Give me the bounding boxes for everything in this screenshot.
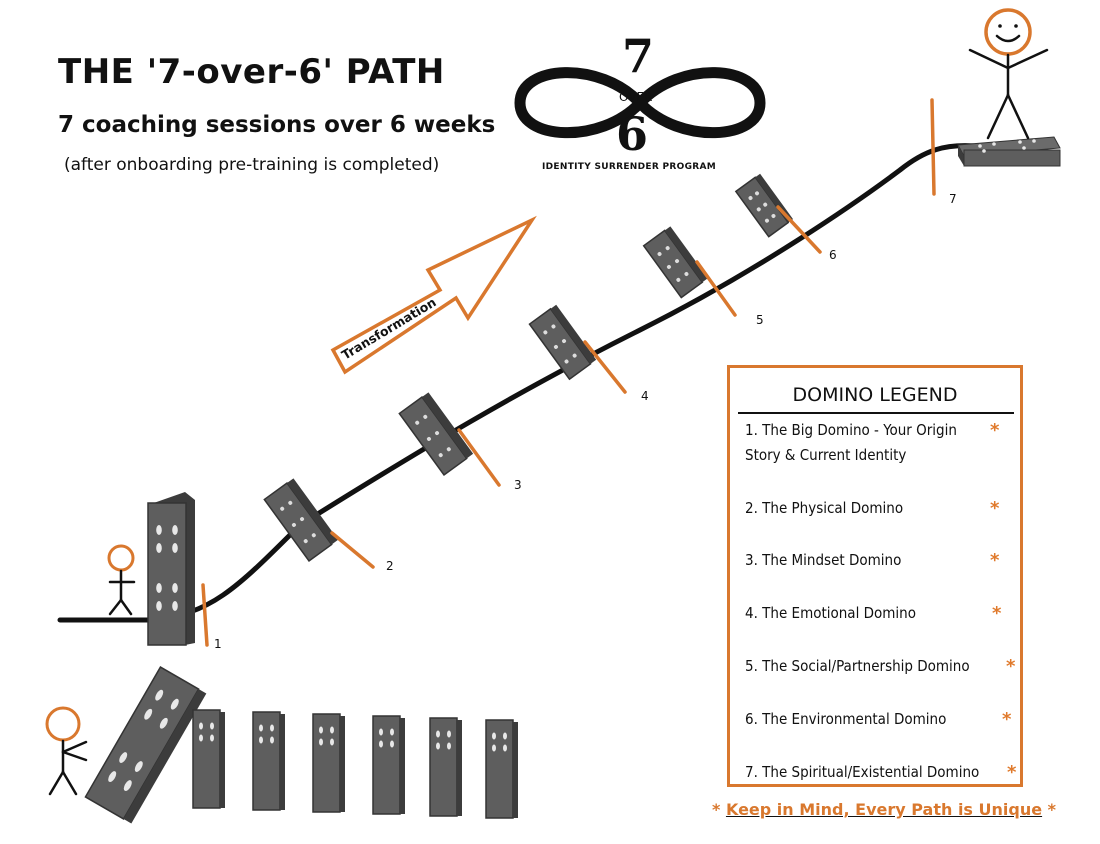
logo-middle-text: OVER (619, 90, 652, 104)
row-domino-4 (372, 715, 405, 815)
arrow-outline-icon (330, 215, 537, 375)
page-title: THE '7-over-6' PATH (58, 52, 445, 92)
legend-star-4: * (992, 603, 1002, 624)
bottom-domino-row (84, 666, 518, 824)
legend-star-7: * (1007, 762, 1017, 783)
legend-item-3: 3. The Mindset Domino (745, 551, 902, 569)
row-domino-6 (485, 719, 518, 819)
domino-4 (528, 304, 597, 381)
marker-label-3: 3 (514, 478, 522, 492)
finish-figure-icon (968, 8, 1049, 140)
footer-text: Keep in Mind, Every Path is Unique (725, 800, 1043, 819)
page-note: (after onboarding pre-training is comple… (64, 155, 440, 175)
path-dominoes (263, 173, 794, 563)
legend-item-7: 7. The Spiritual/Existential Domino (745, 763, 980, 781)
domino-6 (734, 173, 794, 238)
row-domino-1 (192, 709, 225, 809)
legend-title: DOMINO LEGEND (792, 384, 958, 406)
legend-item-4: 4. The Emotional Domino (745, 604, 916, 622)
marker-label-5: 5 (756, 313, 764, 327)
marker-label-7: 7 (949, 192, 957, 206)
domino-5 (642, 226, 708, 299)
row-domino-2 (252, 711, 285, 811)
legend-star-5: * (1006, 656, 1016, 677)
marker-label-2: 2 (386, 559, 394, 573)
logo-caption: IDENTITY SURRENDER PROGRAM (542, 162, 717, 172)
path-markers (201, 98, 936, 647)
legend-star-2: * (990, 498, 1000, 519)
top-domino (957, 136, 1061, 167)
footer-star-right: * (1047, 800, 1057, 819)
legend-divider (738, 412, 1014, 414)
logo-infinity-icon (514, 67, 766, 139)
legend-item-2: 2. The Physical Domino (745, 499, 904, 517)
legend-star-3: * (990, 550, 1000, 571)
legend-item-6: 6. The Environmental Domino (745, 710, 947, 728)
legend-star-1: * (990, 420, 1000, 441)
logo-mark: 7 OVER 6 (514, 29, 766, 161)
start-figure-icon (107, 544, 136, 616)
marker-label-4: 4 (641, 389, 649, 403)
logo-top-digit: 7 (622, 29, 654, 83)
logo-bottom-digit: 6 (616, 107, 648, 161)
arrow-label: Transformation (339, 294, 439, 362)
domino-legend: DOMINO LEGEND 1. The Big Domino - Your O… (727, 365, 1023, 787)
footer-note: * Keep in Mind, Every Path is Unique * (712, 800, 1056, 819)
legend-star-6: * (1002, 709, 1012, 730)
footer-star-left: * (712, 800, 721, 819)
marker-label-6: 6 (829, 248, 837, 262)
row-domino-5 (429, 717, 462, 817)
domino-3 (398, 392, 474, 477)
pushing-figure-icon (45, 706, 88, 796)
legend-item-1: 1. The Big Domino - Your Origin Story & … (745, 421, 957, 464)
transformation-arrow: Transformation (330, 215, 537, 375)
legend-item-5: 5. The Social/Partnership Domino (745, 657, 970, 675)
big-domino (147, 492, 195, 646)
page-subtitle: 7 coaching sessions over 6 weeks (58, 112, 496, 138)
domino-2 (263, 478, 339, 563)
path-curve (57, 143, 978, 623)
marker-label-1: 1 (214, 637, 222, 651)
row-domino-3 (312, 713, 345, 813)
fallen-big-domino (84, 666, 207, 824)
